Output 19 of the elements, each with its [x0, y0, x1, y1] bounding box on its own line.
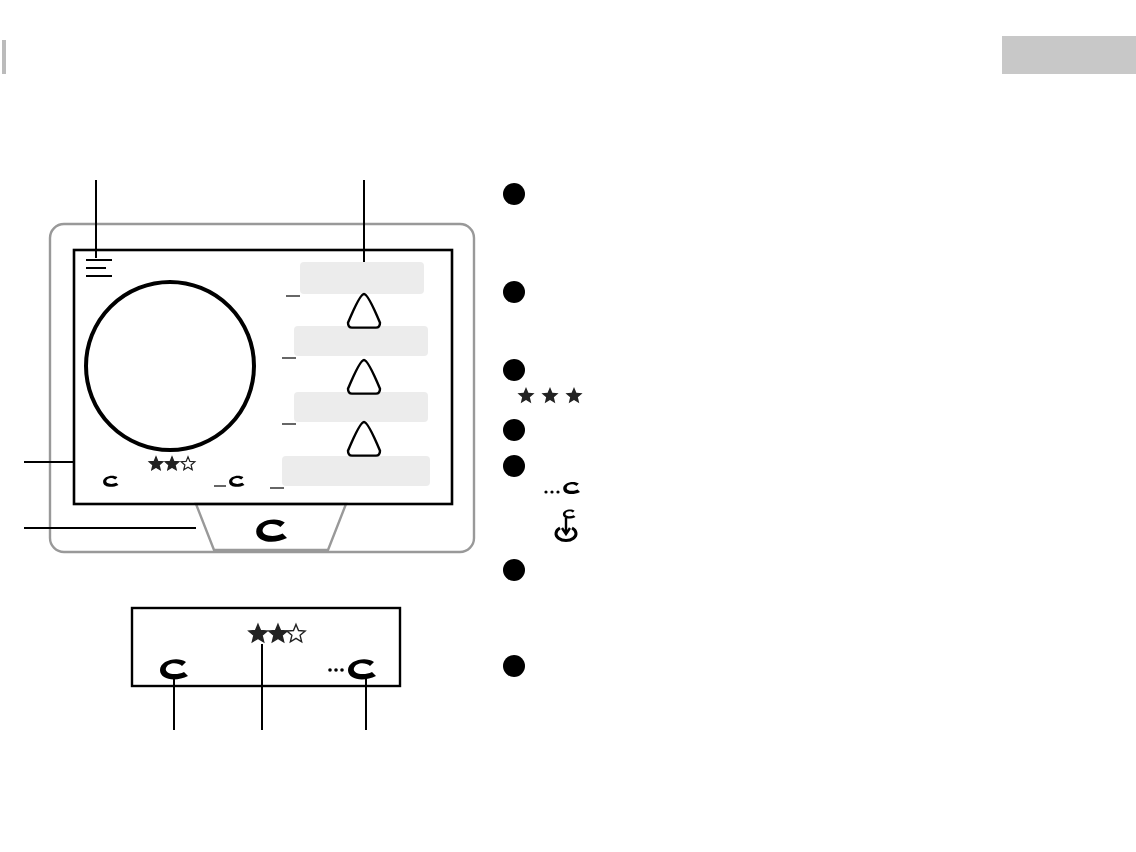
leader-line — [23, 461, 75, 463]
star-rating-icon — [248, 624, 306, 644]
display-screen — [74, 250, 452, 504]
menu-icon — [86, 258, 112, 278]
phone-icon — [158, 656, 190, 676]
home-button — [196, 504, 346, 552]
leader-line — [23, 527, 197, 529]
leader-line — [95, 179, 97, 259]
leader-line — [173, 675, 175, 731]
info-bar — [282, 456, 430, 486]
leader-line — [365, 675, 367, 731]
info-bar — [294, 392, 428, 422]
info-bar — [294, 326, 428, 356]
info-bar — [300, 262, 424, 294]
round-dial — [84, 280, 256, 452]
phone-icon — [328, 656, 376, 676]
status-panel — [132, 608, 400, 686]
leader-line — [363, 179, 365, 263]
leader-line — [261, 643, 263, 731]
